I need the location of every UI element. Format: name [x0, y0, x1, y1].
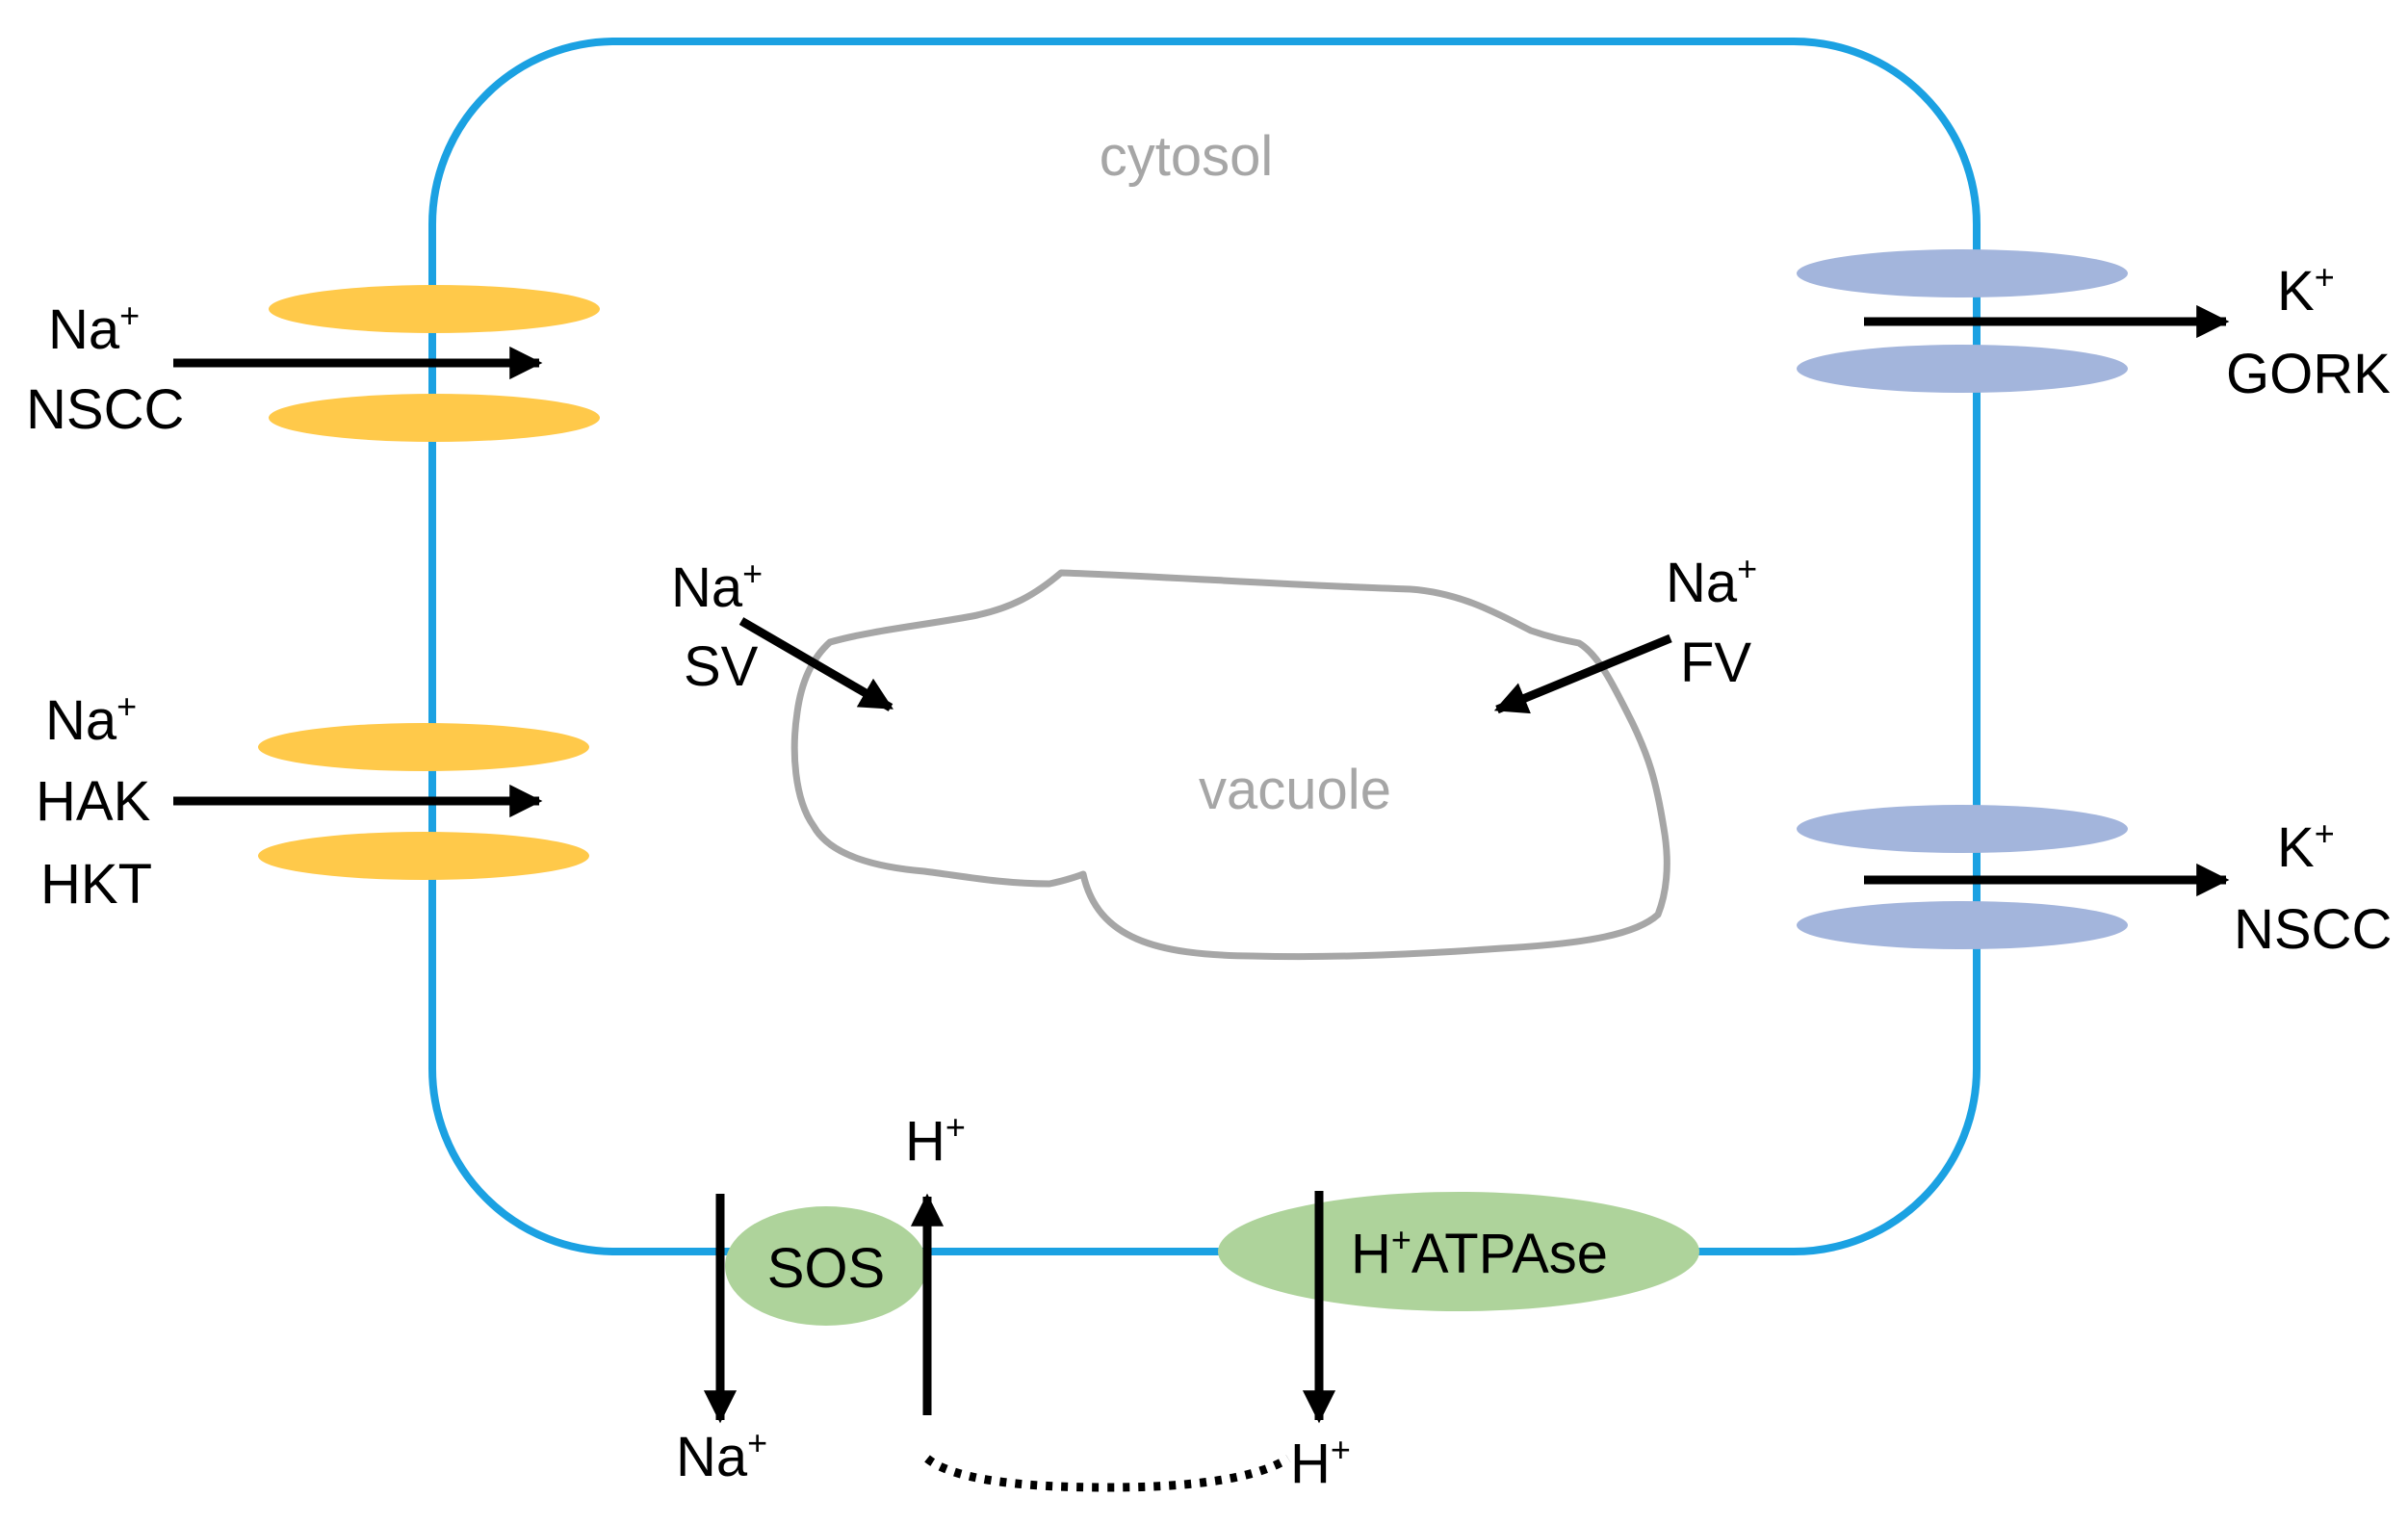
na-hak-hkt-influx-channel	[173, 723, 589, 880]
gork-label: GORK	[2226, 343, 2391, 405]
gork-channel-subunit-top	[1797, 249, 2128, 297]
na-ion-label-sos: Na+	[676, 1423, 767, 1488]
na-ion-label-hak: Na+	[45, 686, 137, 752]
vacuole-label: vacuole	[1199, 759, 1391, 821]
k-ion-label-nscc: K+	[2277, 814, 2335, 879]
gork-channel-subunit-bottom	[1797, 345, 2128, 393]
fv-label: FV	[1680, 632, 1751, 694]
na-ion-label-fv: Na+	[1666, 549, 1757, 614]
hak-channel-subunit-bottom	[258, 832, 589, 880]
hkt-label: HKT	[40, 853, 152, 916]
sos-label: SOS	[767, 1237, 886, 1300]
na-fv-arrow	[1493, 633, 1672, 714]
nscc-channel-subunit-bottom	[269, 394, 600, 442]
na-ion-label-sv: Na+	[671, 554, 763, 619]
k-nscc-efflux-channel	[1797, 805, 2230, 949]
h-atpase-pump	[1218, 1192, 1699, 1311]
k-nscc-channel-subunit-bottom	[1797, 901, 2128, 949]
h-atpase-label: H+ATPAse	[1351, 1220, 1608, 1285]
k-gork-efflux-channel	[1797, 249, 2230, 393]
na-nscc-influx-channel	[173, 285, 600, 442]
hak-channel-subunit-top	[258, 723, 589, 771]
nscc-channel-subunit-top	[269, 285, 600, 333]
k-nscc-channel-subunit-top	[1797, 805, 2128, 853]
h-ion-label-sos: H+	[905, 1107, 966, 1173]
k-nscc-label: NSCC	[2234, 898, 2392, 961]
plasma-membrane	[428, 38, 1981, 1255]
vacuole-outline	[790, 569, 1670, 961]
nscc-influx-label: NSCC	[26, 378, 184, 441]
na-ion-label-nscc: Na+	[48, 296, 140, 361]
h-recycling-dotted-link	[924, 1455, 1291, 1492]
h-ion-label-atpase: H+	[1290, 1430, 1351, 1495]
na-sv-arrow	[738, 617, 893, 711]
sv-label: SV	[684, 635, 759, 698]
k-ion-label-gork: K+	[2277, 257, 2335, 323]
hak-label: HAK	[36, 770, 151, 833]
cytosol-label: cytosol	[1100, 125, 1274, 188]
sos-antiporter	[725, 1206, 927, 1326]
